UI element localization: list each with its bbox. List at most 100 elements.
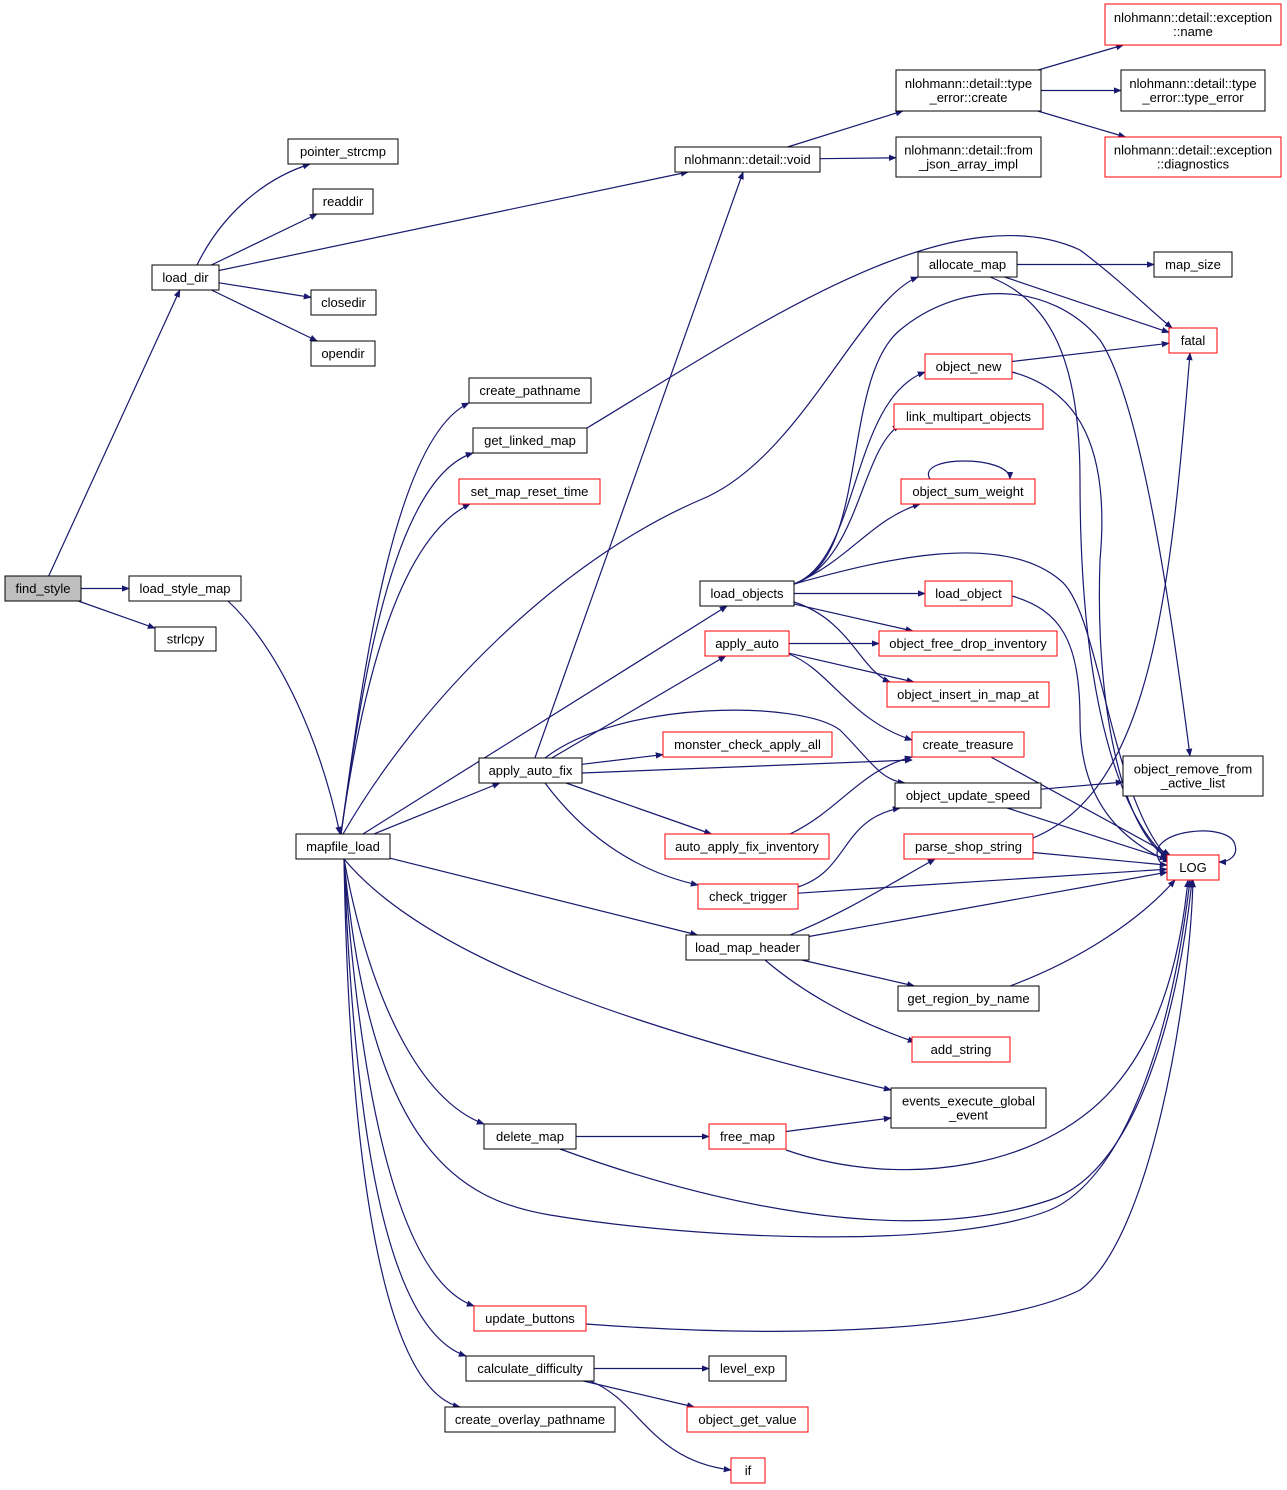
node-load_object[interactable]: load_object: [924, 580, 1013, 607]
edge-load_map_header-to-parse_shop_string: [789, 858, 936, 936]
node-type_error_type_error[interactable]: nlohmann::detail::type_error::type_error: [1120, 69, 1266, 112]
node-label: object_sum_weight: [912, 484, 1024, 499]
edge-apply_auto_fix-to-nlohmann_void: [534, 171, 744, 759]
node-label: auto_apply_fix_inventory: [675, 839, 819, 854]
node-label: load_style_map: [139, 581, 230, 596]
edge-mapfile_load-to-create_overlay_pathname: [343, 858, 461, 1409]
node-apply_auto_fix[interactable]: apply_auto_fix: [478, 757, 583, 784]
node-label: create_treasure: [922, 737, 1013, 752]
node-exception_name[interactable]: nlohmann::detail::exception::name: [1104, 3, 1282, 46]
node-box: [468, 377, 592, 404]
node-if[interactable]: if: [730, 1457, 766, 1484]
node-box: [458, 478, 601, 505]
node-calculate_difficulty[interactable]: calculate_difficulty: [465, 1355, 595, 1382]
node-level_exp[interactable]: level_exp: [708, 1355, 787, 1382]
node-box: [1104, 3, 1282, 46]
node-load_map_header[interactable]: load_map_header: [685, 934, 810, 961]
node-apply_auto[interactable]: apply_auto: [704, 630, 790, 657]
edge-apply_auto_fix-to-apply_auto: [551, 655, 727, 759]
node-delete_map[interactable]: delete_map: [483, 1123, 577, 1150]
edge-update_buttons-to-LOG: [585, 879, 1197, 1332]
node-type_error_create[interactable]: nlohmann::detail::type_error::create: [895, 69, 1042, 112]
node-box: [704, 630, 790, 657]
node-label: strlcpy: [167, 632, 205, 647]
node-box: [151, 264, 220, 291]
node-link_multipart_objects[interactable]: link_multipart_objects: [893, 403, 1044, 430]
node-box: [295, 833, 391, 860]
node-label: opendir: [321, 346, 365, 361]
node-box: [1120, 69, 1266, 112]
node-label: apply_auto_fix: [489, 763, 573, 778]
node-pointer_strcmp[interactable]: pointer_strcmp: [287, 138, 399, 165]
node-load_style_map[interactable]: load_style_map: [128, 575, 242, 602]
node-add_string[interactable]: add_string: [911, 1036, 1011, 1063]
node-box: [310, 289, 377, 316]
node-box: [1166, 854, 1220, 881]
node-fatal[interactable]: fatal: [1168, 327, 1218, 354]
node-box: [128, 575, 242, 602]
node-label: object_remove_from: [1134, 762, 1253, 777]
node-check_trigger[interactable]: check_trigger: [697, 883, 799, 910]
edge-apply_auto_fix-to-auto_apply_fix_inventory: [565, 782, 713, 835]
node-allocate_map[interactable]: allocate_map: [917, 251, 1018, 278]
node-label: _active_list: [1160, 776, 1226, 791]
edge-apply_auto-to-create_treasure: [788, 653, 913, 741]
node-set_map_reset_time[interactable]: set_map_reset_time: [458, 478, 601, 505]
node-object_remove_from_active_list[interactable]: object_remove_from_active_list: [1122, 755, 1264, 797]
edge-load_dir-to-opendir: [211, 289, 318, 342]
edge-mapfile_load-to-load_map_header: [389, 857, 699, 937]
node-create_pathname[interactable]: create_pathname: [468, 377, 592, 404]
node-box: [924, 580, 1013, 607]
node-label: object_insert_in_map_at: [897, 687, 1039, 702]
node-label: calculate_difficulty: [477, 1361, 583, 1376]
node-label: create_overlay_pathname: [455, 1412, 605, 1427]
node-readdir[interactable]: readdir: [312, 188, 374, 215]
node-monster_check_apply_all[interactable]: monster_check_apply_all: [662, 731, 833, 758]
node-box: [708, 1123, 787, 1150]
node-create_treasure[interactable]: create_treasure: [911, 731, 1025, 758]
node-object_insert_in_map_at[interactable]: object_insert_in_map_at: [886, 681, 1050, 708]
node-load_dir[interactable]: load_dir: [151, 264, 220, 291]
node-box: [1122, 755, 1264, 797]
node-object_get_value[interactable]: object_get_value: [686, 1406, 809, 1433]
edge-load_objects-to-link_multipart_objects: [793, 424, 901, 585]
node-auto_apply_fix_inventory[interactable]: auto_apply_fix_inventory: [664, 833, 830, 860]
node-label: load_object: [935, 586, 1002, 601]
edge-mapfile_load-to-set_map_reset_time: [340, 503, 471, 835]
edge-mapfile_load-to-load_objects: [362, 605, 728, 835]
node-label: _json_array_impl: [918, 157, 1018, 172]
node-create_overlay_pathname[interactable]: create_overlay_pathname: [444, 1406, 616, 1433]
node-map_size[interactable]: map_size: [1153, 251, 1233, 278]
node-get_region_by_name[interactable]: get_region_by_name: [897, 985, 1040, 1012]
node-opendir[interactable]: opendir: [310, 340, 376, 367]
node-label: nlohmann::detail::exception: [1114, 143, 1272, 158]
node-from_json_array_impl[interactable]: nlohmann::detail::from_json_array_impl: [895, 136, 1042, 178]
node-box: [897, 985, 1040, 1012]
node-box: [472, 427, 588, 454]
edge-load_map_header-to-add_string: [764, 959, 916, 1043]
node-box: [911, 1036, 1011, 1063]
node-label: monster_check_apply_all: [674, 737, 821, 752]
node-get_linked_map[interactable]: get_linked_map: [472, 427, 588, 454]
node-closedir[interactable]: closedir: [310, 289, 377, 316]
node-box: [685, 934, 810, 961]
node-object_free_drop_inventory[interactable]: object_free_drop_inventory: [878, 630, 1058, 657]
node-box: [878, 630, 1058, 657]
node-free_map[interactable]: free_map: [708, 1123, 787, 1150]
node-nlohmann_void[interactable]: nlohmann::detail::void: [674, 146, 821, 173]
node-object_new[interactable]: object_new: [924, 353, 1013, 380]
node-object_sum_weight[interactable]: object_sum_weight: [900, 478, 1036, 505]
node-label: nlohmann::detail::from: [904, 143, 1033, 158]
node-LOG[interactable]: LOG: [1166, 854, 1220, 881]
node-object_update_speed[interactable]: object_update_speed: [894, 782, 1042, 809]
node-update_buttons[interactable]: update_buttons: [473, 1305, 587, 1332]
node-box: [1104, 136, 1282, 178]
node-load_objects[interactable]: load_objects: [699, 580, 795, 607]
node-exception_diagnostics[interactable]: nlohmann::detail::exception::diagnostics: [1104, 136, 1282, 178]
node-mapfile_load[interactable]: mapfile_load: [295, 833, 391, 860]
node-events_execute_global_event[interactable]: events_execute_global_event: [890, 1087, 1047, 1129]
node-parse_shop_string[interactable]: parse_shop_string: [903, 833, 1034, 860]
node-strlcpy[interactable]: strlcpy: [154, 626, 217, 652]
node-label: load_map_header: [695, 940, 800, 955]
node-label: get_region_by_name: [907, 991, 1029, 1006]
